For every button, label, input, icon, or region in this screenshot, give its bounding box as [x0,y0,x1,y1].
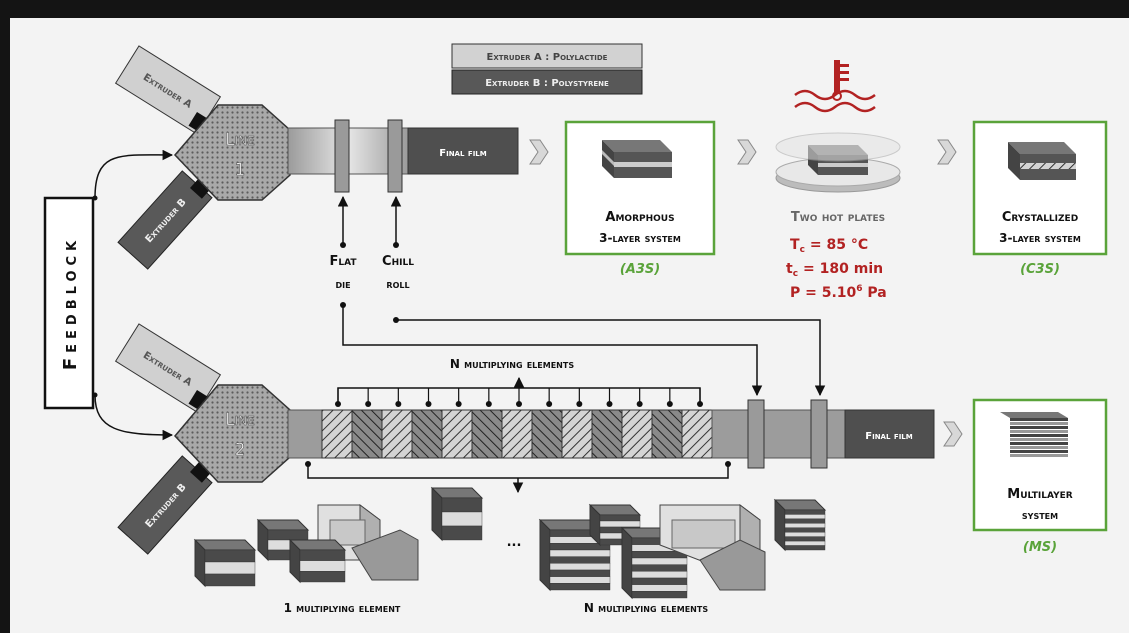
multiplying-element [441,409,473,459]
a3s-subtitle: 3-layer system [599,231,681,245]
left-border [0,0,10,633]
c3s-code: (C3S) [1020,262,1060,277]
line2-label: Line [225,410,255,430]
multiplying-element [381,409,413,459]
layer-blocks [193,486,827,600]
feedblock-box [43,196,95,410]
legend-extruder-b-label: Extruder B : Polystyrene [485,78,609,89]
hot-plates [775,60,901,193]
heat-icon [794,60,876,113]
tc-value: = 85 °C [810,237,868,253]
line2-flat-die [747,399,765,469]
n-multiplying-elements-top-label: N multiplying elements [450,357,574,371]
line2-final-film-box [844,409,935,459]
one-multiplying-element-label: 1 multiplying element [284,601,401,615]
multiplying-element [471,409,503,459]
legend-extruder-a-swatch [451,43,643,69]
multiplying-element [621,409,653,459]
line1-final-film-label: Final film [439,148,487,159]
c3s-title: Crystallized [1002,210,1078,225]
line2-chill-roll [810,399,828,469]
multiplying-element [561,409,593,459]
chill-roll-label-2: roll [386,278,409,291]
feedblock-to-line1-arrow [94,149,174,199]
svg-text:Tc= 85 °C: Tc = 85 °C [790,237,868,255]
time-value: = 180 min [803,261,883,277]
chevron-3 [937,139,957,165]
multiplying-element [531,409,563,459]
legend: Extruder A : Polylactide Extruder B : Po… [451,43,643,95]
top-border [0,0,1129,18]
pressure-exponent: 6 [856,284,862,294]
line2-final-film-label: Final film [865,431,913,442]
legend-extruder-b-swatch [451,69,643,95]
tc-symbol: T [790,237,800,253]
feedblock-label: Feedblock [60,236,81,370]
chill-roll-label-1: Chill [382,254,414,269]
pressure-unit: Pa [863,285,887,301]
extruder-a-line2: Extruder A [114,323,222,413]
line1-chill-roll [387,119,403,193]
line1-hex-block [173,104,291,201]
feedblock-to-line2-arrow [94,394,174,441]
legend-extruder-a-label: Extruder A : Polylactide [487,52,608,63]
flat-die-link-arrow [342,305,763,397]
a3s-title: Amorphous [605,210,674,225]
n-multiplying-elements-bottom-label: N multiplying elements [584,601,708,615]
a3s-code: (A3S) [620,262,660,277]
multiplying-element [591,409,623,459]
feedblock: Feedblock [43,149,174,441]
chevron-2 [737,139,757,165]
chevron-4 [943,421,963,447]
multiplying-elements [321,409,713,459]
multiplying-element [321,409,353,459]
time-symbol: t [786,261,793,277]
ms-code: (MS) [1023,540,1057,555]
ms-panel: Multilayer system [972,398,1108,532]
hot-plates-title: Two hot plates [791,210,885,225]
multiplying-element [351,409,383,459]
svg-text:tc= 180 min: tc = 180 min [786,261,883,279]
chill-roll-link-arrow [396,319,826,397]
flat-die-label-1: Flat [329,254,357,269]
pressure-value: P = 5.10 [790,285,857,301]
line1-final-film-box [407,127,519,175]
tc-subscript: c [800,245,805,255]
ellipsis: ... [507,535,522,550]
line2-inlet-pipe [287,409,323,459]
time-subscript: c [793,269,798,279]
a3s-panel: Amorphous 3-layer system [564,120,716,256]
line2-number: 2 [235,440,246,460]
line2-hex-block [173,384,291,483]
multiplying-element [681,409,713,459]
line1-label: Line [225,130,255,150]
extruder-b-line1: Extruder B [117,170,213,270]
ms-title: Multilayer [1007,487,1072,502]
multiplying-element [411,409,443,459]
svg-text:P = 5.106 Pa: P = 5.106 Pa [790,284,887,301]
bottom-bracket [307,464,729,494]
hot-plates-conditions: Tc = 85 °C tc = 180 min P = 5.106 Pa [786,237,887,301]
c3s-subtitle: 3-layer system [999,231,1081,245]
multiplying-element [501,409,533,459]
ms-subtitle: system [1022,508,1058,522]
line1-flat-die [334,119,350,193]
line1-number: 1 [235,160,246,180]
c3s-panel: Crystallized 3-layer system [972,120,1108,256]
chevron-1 [529,139,549,165]
multiplying-element [651,409,683,459]
n-elements-illustration [659,504,766,591]
extruder-a-line1: Extruder A [114,45,222,135]
flat-die-label-2: die [335,278,350,291]
